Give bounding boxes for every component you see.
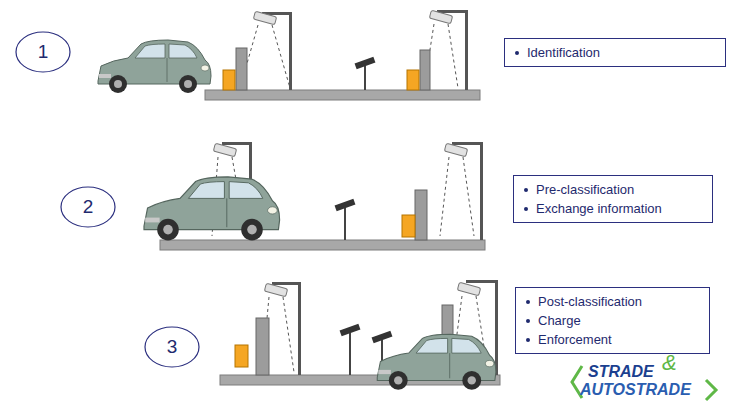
gantry-pole	[465, 10, 468, 90]
bullet-dot	[515, 51, 519, 55]
function-text: Enforcement	[538, 330, 612, 349]
function-text: Charge	[538, 311, 581, 330]
step-number: 1	[38, 41, 49, 63]
scene-three	[220, 280, 500, 390]
sensor-post	[344, 208, 346, 240]
gantry-pole	[480, 142, 483, 240]
bullet-row: Charge	[526, 311, 697, 330]
sensor-head	[372, 331, 393, 343]
camera	[213, 143, 236, 156]
bullet-dot	[524, 188, 528, 192]
reader-box	[223, 70, 235, 90]
logo-chevron	[706, 380, 716, 400]
bullet-row: Pre-classification	[524, 180, 700, 199]
camera	[264, 283, 287, 296]
camera-beam	[272, 25, 290, 88]
function-box: Post-classificationChargeEnforcement	[515, 287, 710, 354]
toll-booth	[415, 190, 427, 240]
function-text: Pre-classification	[536, 180, 634, 199]
step-number-ellipse: 1	[15, 31, 71, 73]
toll-booth	[256, 318, 269, 375]
function-text: Exchange information	[536, 199, 662, 218]
gantry-arm	[222, 142, 252, 145]
bullet-row: Enforcement	[526, 330, 697, 349]
function-text: Identification	[527, 43, 600, 62]
gantry-pole	[495, 280, 498, 375]
reader-box	[235, 345, 248, 367]
step-number-ellipse: 3	[144, 326, 200, 368]
car	[98, 40, 211, 93]
gantry-arm	[452, 142, 483, 145]
camera	[253, 11, 276, 24]
reader-box	[407, 70, 419, 90]
gantry-pole	[289, 12, 292, 90]
ellipse-shape	[145, 327, 199, 367]
scene-two	[144, 142, 485, 250]
gantry-pole	[298, 282, 301, 375]
function-text: Post-classification	[538, 292, 642, 311]
camera	[429, 10, 452, 23]
road-platform	[160, 240, 485, 250]
camera-beam	[448, 24, 458, 88]
function-box: Identification	[504, 38, 726, 67]
toll-booth	[420, 50, 430, 90]
sensor-head	[340, 324, 361, 336]
car	[377, 334, 496, 390]
step-number-ellipse: 2	[60, 186, 116, 228]
road-platform	[205, 90, 480, 100]
logo-text: AUTOSTRADE	[580, 382, 691, 398]
gantry-arm	[466, 280, 498, 283]
sensor-post	[364, 66, 366, 90]
camera	[457, 282, 480, 295]
bullet-row: Identification	[515, 43, 713, 62]
camera	[444, 143, 467, 156]
car	[144, 177, 280, 241]
step-number: 3	[167, 336, 178, 358]
toll-booth	[236, 48, 247, 90]
function-box: Pre-classificationExchange information	[513, 175, 713, 223]
bullet-dot	[526, 319, 530, 323]
bullet-dot	[526, 338, 530, 342]
bullet-dot	[524, 207, 528, 211]
sensor-post	[349, 333, 351, 375]
ellipse-shape	[61, 187, 115, 227]
ellipse-shape	[16, 32, 70, 72]
sensor-head	[335, 199, 356, 211]
logo-text: &	[662, 352, 677, 374]
bullet-row: Exchange information	[524, 199, 700, 218]
bullet-row: Post-classification	[526, 292, 697, 311]
reader-box	[402, 215, 415, 237]
step-number: 2	[83, 196, 94, 218]
gantry-arm	[272, 282, 301, 285]
scene-one	[98, 10, 480, 100]
camera-beam	[440, 157, 449, 236]
sensor-head	[355, 57, 376, 69]
camera-beam	[463, 157, 474, 236]
logo-text: STRADE	[588, 364, 654, 380]
bullet-dot	[526, 300, 530, 304]
camera-beam	[283, 297, 294, 372]
